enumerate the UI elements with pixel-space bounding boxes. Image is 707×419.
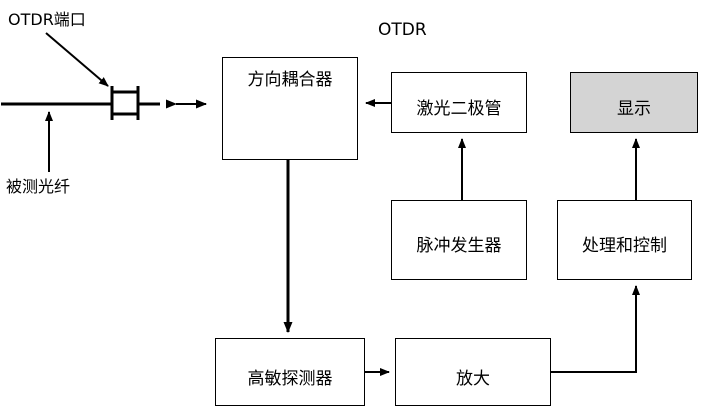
block-laser-diode: 激光二极管	[391, 72, 527, 133]
block-amplifier: 放大	[395, 338, 551, 406]
block-label-amplifier: 放大	[456, 369, 490, 389]
block-directional-coupler: 方向耦合器	[222, 57, 358, 160]
block-high-sensitivity-detector: 高敏探测器	[215, 338, 365, 406]
block-label-laser: 激光二极管	[416, 99, 502, 119]
block-label-coupler: 方向耦合器	[247, 70, 333, 90]
annotation-fiber-under-test: 被测光纤	[6, 177, 71, 196]
block-label-control: 处理和控制	[582, 236, 667, 256]
block-label-pulse: 脉冲发生器	[416, 236, 502, 256]
block-label-display: 显示	[617, 99, 651, 119]
block-display: 显示	[570, 72, 698, 133]
block-label-detector: 高敏探测器	[247, 369, 333, 389]
annotation-otdr-port: OTDR端口	[8, 10, 86, 29]
diagram-title: OTDR	[378, 20, 427, 40]
block-pulse-generator: 脉冲发生器	[391, 200, 527, 280]
block-processing-control: 处理和控制	[557, 200, 692, 280]
